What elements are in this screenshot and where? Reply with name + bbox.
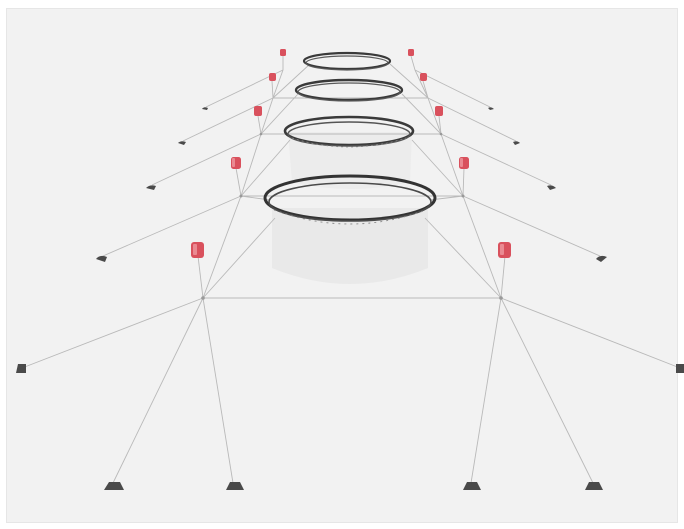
anchor-line (202, 297, 234, 484)
anchor-icon (96, 255, 107, 262)
anchor-icon (676, 364, 684, 373)
buoy (269, 73, 276, 81)
buoy (231, 157, 241, 169)
buoy (280, 49, 286, 56)
anchor-line (151, 133, 262, 186)
grid-node (201, 296, 205, 300)
grid-line (440, 133, 464, 197)
net-volume (272, 208, 428, 284)
buoy-pendant (271, 80, 274, 99)
bridle-line (389, 63, 429, 99)
buoy-pendant (422, 80, 429, 99)
anchor-line (427, 97, 517, 142)
buoy-pendant (438, 115, 442, 135)
buoy-pendant (410, 55, 416, 71)
buoy (408, 49, 414, 56)
anchor-icon (226, 482, 244, 490)
bridle-line (272, 63, 311, 99)
buoy (435, 106, 443, 116)
anchor-icon (104, 482, 124, 490)
grid-line (260, 97, 274, 135)
buoy-pendant (235, 167, 242, 197)
buoy (459, 157, 469, 169)
grid-nodes (201, 132, 503, 300)
cage-ring (294, 78, 404, 102)
anchor-icon (16, 364, 26, 373)
buoy (498, 242, 511, 258)
anchor-line (112, 297, 204, 484)
grid-node (439, 132, 443, 136)
bridle-line (240, 139, 291, 197)
bridle-line (401, 93, 442, 135)
buoy (254, 106, 262, 116)
cage-ring (283, 115, 415, 148)
mooring-lines (21, 55, 681, 484)
bridle-line (424, 217, 502, 299)
cage-ring (263, 174, 437, 225)
buoy (191, 242, 204, 258)
grid-line (427, 97, 442, 135)
anchor-icon (596, 255, 607, 262)
anchor-line (21, 297, 204, 369)
buoy-pendant (197, 255, 204, 299)
bridle-line (260, 93, 299, 135)
anchor-line (500, 297, 681, 369)
grid-line (240, 133, 262, 197)
cage-rings (263, 51, 437, 225)
grid-node (239, 194, 243, 198)
anchor-icon (463, 482, 481, 490)
grid-line (202, 195, 242, 299)
anchor-line (102, 195, 242, 257)
anchor-line (440, 133, 552, 186)
anchor-icon (585, 482, 603, 490)
buoy-pendant (257, 115, 262, 135)
grid-node (461, 194, 465, 198)
anchor-line (470, 297, 502, 484)
anchor-icon (146, 185, 156, 190)
buoy-pendant (462, 167, 465, 197)
anchor-icon (547, 185, 556, 190)
anchor-icon (202, 107, 208, 110)
anchors (16, 107, 684, 490)
buoy (420, 73, 427, 81)
net-pen (272, 132, 428, 284)
bridle-line (411, 139, 464, 197)
anchor-icon (488, 107, 494, 110)
grid-node (259, 132, 263, 136)
net-volume-upper (288, 132, 412, 189)
anchor-line (500, 297, 594, 484)
anchor-icon (513, 141, 520, 145)
buoy-pendant (500, 255, 506, 299)
buoys (191, 49, 511, 258)
grid-line (414, 69, 429, 99)
grid-line (462, 195, 502, 299)
grid-node (499, 296, 503, 300)
anchor-line (182, 97, 274, 142)
anchor-line (462, 195, 601, 257)
bridle-line (202, 217, 276, 299)
anchor-icon (178, 141, 186, 145)
grid-line (272, 69, 284, 99)
anchor-line (414, 69, 491, 108)
cage-ring (302, 51, 392, 71)
